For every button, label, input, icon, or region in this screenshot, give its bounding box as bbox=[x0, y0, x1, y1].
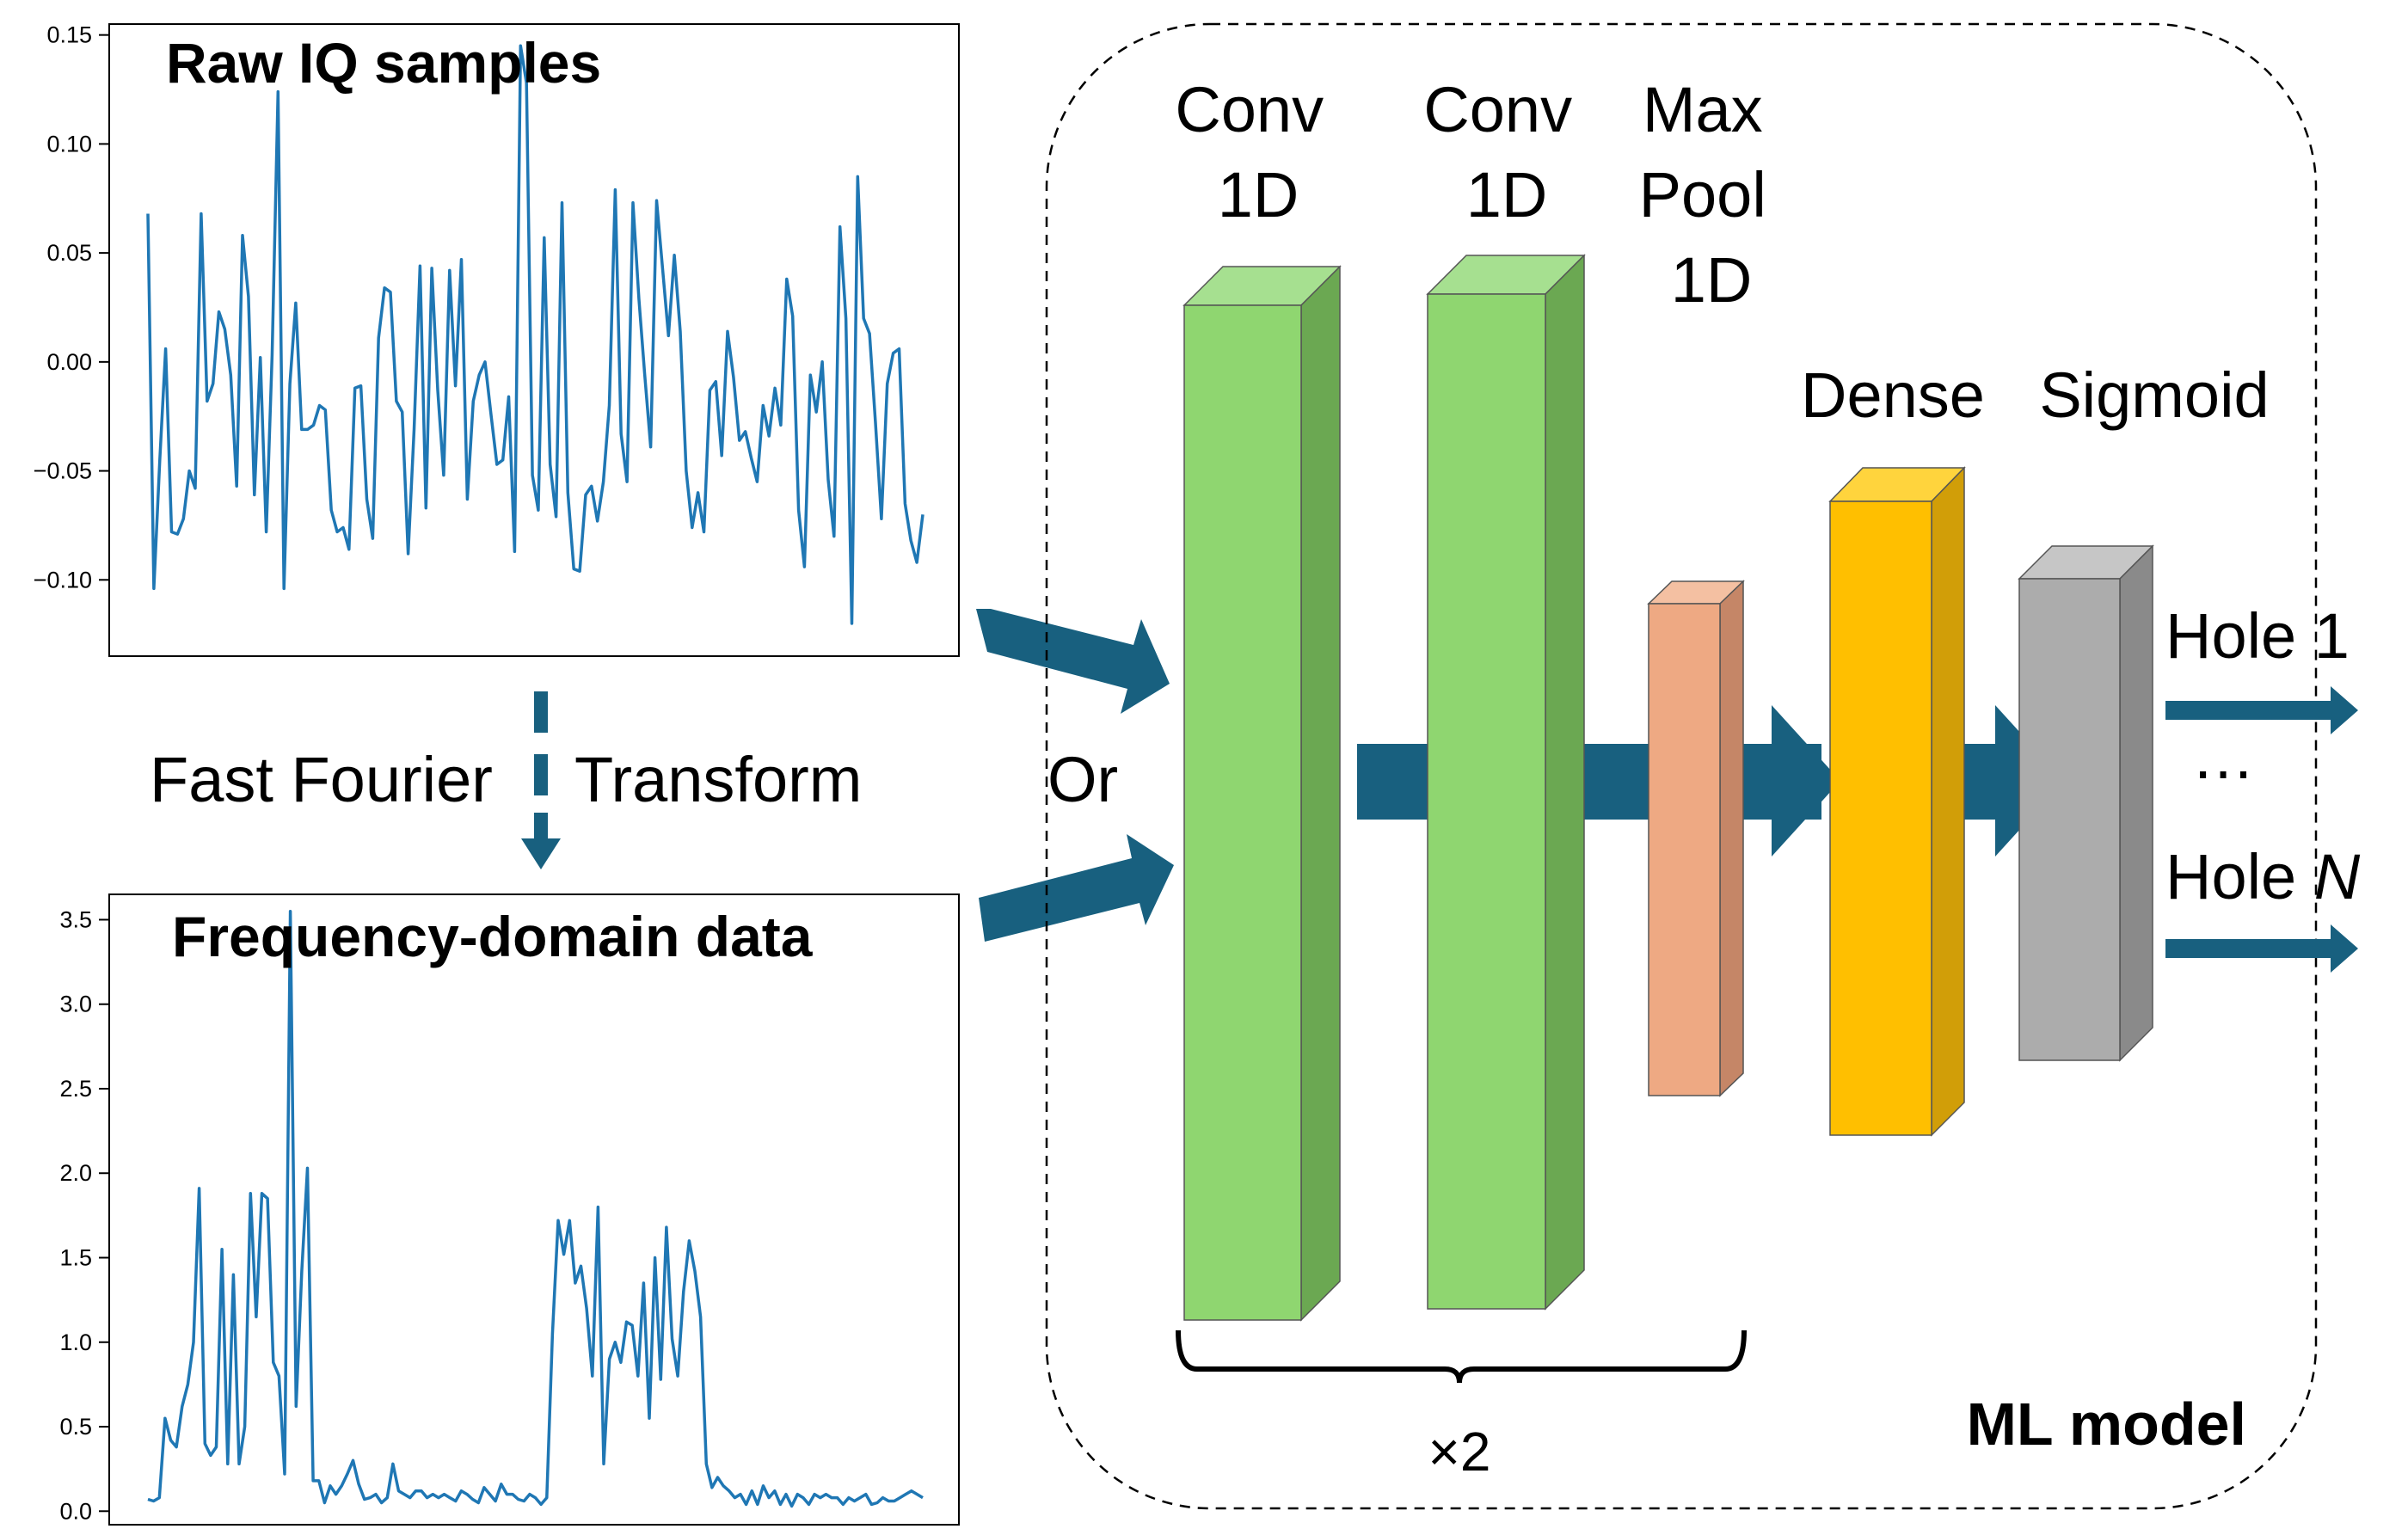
y-tick-label: 0.15 bbox=[46, 22, 92, 48]
dense-block bbox=[1828, 466, 1966, 1137]
maxpool1d-block-front bbox=[1648, 603, 1721, 1096]
flow-arrowhead-to-dense bbox=[1772, 705, 1840, 857]
output-hole-n-label: Hole N bbox=[2165, 841, 2361, 912]
maxpool1d-label: Max Pool 1D bbox=[1639, 74, 1784, 316]
y-tick-label: 3.5 bbox=[59, 906, 92, 932]
y-tick-label: −0.05 bbox=[34, 458, 92, 484]
fft-arrowhead bbox=[521, 838, 561, 869]
conv1d-block-2-side bbox=[1545, 254, 1585, 1311]
fft-dash-1 bbox=[534, 691, 548, 733]
dense-block-side bbox=[1931, 466, 1965, 1137]
output-hole-1-arrow bbox=[2165, 686, 2358, 734]
or-label: Or bbox=[1047, 744, 1118, 815]
fft-dash-2 bbox=[534, 754, 548, 795]
raw-input-arrow bbox=[976, 609, 1170, 714]
output-hole-n-arrow bbox=[2165, 924, 2358, 973]
fft-label-right: Transform bbox=[574, 744, 862, 815]
y-tick-label: 3.0 bbox=[59, 992, 92, 1017]
frequency-plot: 3.5 3.0 2.5 2.0 1.5 1.0 0.5 0.0 Frequency-domai… bbox=[59, 893, 960, 1526]
y-tick-label: −0.10 bbox=[34, 567, 92, 593]
conv1d-block-1-side bbox=[1300, 265, 1341, 1322]
ml-model: Conv 1D Conv 1D Max Pool 1D Dense Sigmoi… bbox=[1045, 22, 2361, 1510]
y-tick-label: 0.10 bbox=[46, 131, 92, 157]
y-tick-label: 2.5 bbox=[59, 1076, 92, 1102]
freq-input-arrow bbox=[979, 834, 1174, 942]
y-tick-label: 0.00 bbox=[46, 349, 92, 375]
frequency-plot-frame bbox=[108, 893, 960, 1526]
y-tick-label: 1.0 bbox=[59, 1329, 92, 1355]
dense-label: Dense bbox=[1801, 359, 1985, 431]
maxpool1d-block bbox=[1647, 580, 1745, 1097]
y-tick-label: 0.05 bbox=[46, 240, 92, 266]
ml-model-boundary bbox=[1045, 22, 2318, 1510]
input-arrows: Or bbox=[976, 609, 1174, 942]
maxpool1d-block-side bbox=[1719, 580, 1744, 1097]
output-ellipsis: … bbox=[2191, 721, 2255, 792]
y-tick-label: 1.5 bbox=[59, 1245, 92, 1271]
raw-iq-series-line bbox=[146, 44, 924, 625]
repeat-brace bbox=[1176, 1329, 1747, 1384]
sigmoid-block bbox=[2018, 544, 2154, 1062]
frequency-series-line bbox=[147, 909, 924, 1508]
y-tick-label: 2.0 bbox=[59, 1160, 92, 1186]
output-hole-1-label: Hole 1 bbox=[2165, 600, 2350, 672]
conv1d-block-1-front bbox=[1183, 304, 1302, 1321]
sigmoid-block-side bbox=[2119, 544, 2153, 1062]
y-tick-label: 0.0 bbox=[59, 1498, 92, 1524]
flow-bar bbox=[1357, 744, 1821, 820]
y-tick-label: 0.5 bbox=[59, 1414, 92, 1440]
dense-block-front bbox=[1829, 500, 1932, 1136]
fft-label-left: Fast Fourier bbox=[150, 744, 493, 815]
frequency-plot-title: Frequency-domain data bbox=[172, 905, 814, 968]
conv1d-label-1: Conv 1D bbox=[1175, 74, 1341, 230]
raw-iq-plot: 0.15 0.10 0.05 0.00 −0.05 −0.10 Raw IQ sample… bbox=[34, 22, 960, 657]
raw-iq-plot-title: Raw IQ samples bbox=[166, 31, 601, 95]
sigmoid-label: Sigmoid bbox=[2039, 359, 2269, 431]
frequency-y-axis: 3.5 3.0 2.5 2.0 1.5 1.0 0.5 0.0 bbox=[59, 906, 109, 1524]
raw-iq-y-axis: 0.15 0.10 0.05 0.00 −0.05 −0.10 bbox=[34, 22, 109, 593]
conv1d-block-2 bbox=[1426, 254, 1586, 1311]
conv1d-block-2-front bbox=[1427, 293, 1546, 1310]
fft-connector: Fast Fourier Transform bbox=[150, 691, 862, 869]
conv1d-label-2: Conv 1D bbox=[1423, 74, 1589, 230]
sigmoid-block-front bbox=[2018, 578, 2121, 1061]
fft-dash-3 bbox=[534, 813, 548, 838]
conv1d-block-1 bbox=[1182, 265, 1342, 1322]
ml-model-title: ML model bbox=[1967, 1391, 2246, 1458]
repeat-label: ×2 bbox=[1428, 1421, 1491, 1483]
raw-iq-plot-frame bbox=[108, 23, 960, 657]
